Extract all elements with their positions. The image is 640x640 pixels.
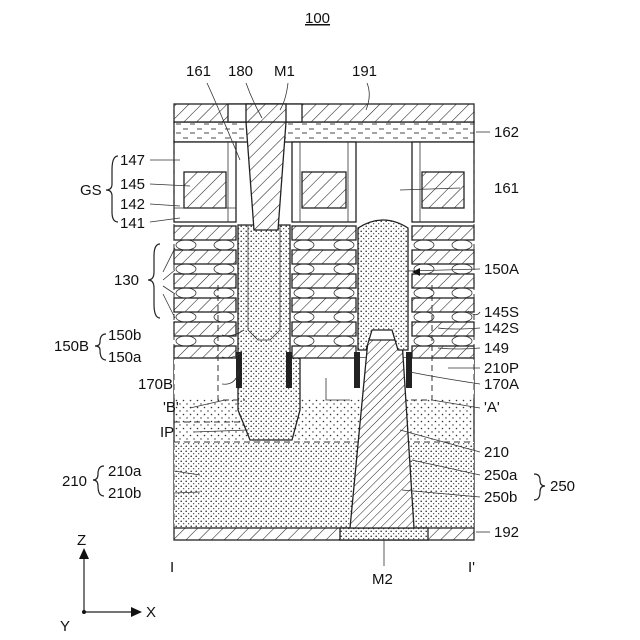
brace-GS bbox=[106, 156, 118, 222]
substrate-upper-210P bbox=[174, 358, 474, 398]
axis-label-X: X bbox=[146, 604, 156, 621]
label-161-right: 161 bbox=[494, 180, 519, 197]
label-I: I bbox=[170, 559, 174, 576]
label-192: 192 bbox=[494, 524, 519, 541]
label-142: 142 bbox=[120, 196, 145, 213]
label-IP: IP bbox=[160, 424, 174, 441]
figure-number: 100 bbox=[305, 10, 330, 27]
label-150A: 150A bbox=[484, 261, 519, 278]
label-142S: 142S bbox=[484, 320, 519, 337]
layer-191 bbox=[174, 104, 474, 122]
label-250b: 250b bbox=[484, 489, 517, 506]
liner-170B-right bbox=[286, 352, 292, 388]
label-149: 149 bbox=[484, 340, 509, 357]
label-150b: 150b bbox=[108, 327, 141, 344]
label-region-A: 'A' bbox=[484, 399, 500, 416]
axis-label-Y: Y bbox=[60, 618, 70, 635]
liner-170A-right bbox=[406, 352, 412, 388]
gate-structure-middle bbox=[292, 142, 356, 222]
label-210-left: 210 bbox=[62, 473, 87, 490]
label-210b: 210b bbox=[108, 485, 141, 502]
label-191: 191 bbox=[352, 63, 377, 80]
label-130: 130 bbox=[114, 272, 139, 289]
label-162: 162 bbox=[494, 124, 519, 141]
gate-structure-left bbox=[174, 142, 236, 222]
label-147: 147 bbox=[120, 152, 145, 169]
brace-210 bbox=[93, 466, 104, 496]
substrate-region-210b bbox=[174, 442, 474, 528]
contact-M2 bbox=[340, 528, 428, 540]
label-GS: GS bbox=[80, 182, 102, 199]
label-161-top: 161 bbox=[186, 63, 211, 80]
label-180: 180 bbox=[228, 63, 253, 80]
layer-162 bbox=[174, 122, 474, 142]
label-170A: 170A bbox=[484, 376, 519, 393]
gate-structure-right bbox=[412, 142, 474, 222]
label-150a: 150a bbox=[108, 349, 142, 366]
label-M2: M2 bbox=[372, 571, 393, 588]
liner-170A bbox=[354, 352, 360, 388]
label-141: 141 bbox=[120, 215, 145, 232]
source-drain-150B bbox=[238, 225, 300, 440]
label-I-prime: I' bbox=[468, 559, 475, 576]
label-M1: M1 bbox=[274, 63, 295, 80]
brace-150B bbox=[95, 334, 106, 360]
label-145S: 145S bbox=[484, 304, 519, 321]
label-region-B: 'B' bbox=[163, 399, 179, 416]
label-210a: 210a bbox=[108, 463, 142, 480]
source-drain-150A bbox=[358, 220, 408, 350]
label-210P: 210P bbox=[484, 360, 519, 377]
axis-label-Z: Z bbox=[77, 532, 86, 549]
channel-stack-130 bbox=[174, 226, 474, 358]
brace-250 bbox=[534, 474, 545, 500]
label-210-right: 210 bbox=[484, 444, 509, 461]
via-180 bbox=[246, 122, 286, 230]
brace-130 bbox=[148, 244, 160, 318]
label-145: 145 bbox=[120, 176, 145, 193]
label-170B: 170B bbox=[138, 376, 173, 393]
axis-indicator bbox=[79, 548, 142, 617]
label-250a: 250a bbox=[484, 467, 518, 484]
label-150B: 150B bbox=[54, 338, 89, 355]
layer-192 bbox=[174, 528, 474, 540]
label-250: 250 bbox=[550, 478, 575, 495]
